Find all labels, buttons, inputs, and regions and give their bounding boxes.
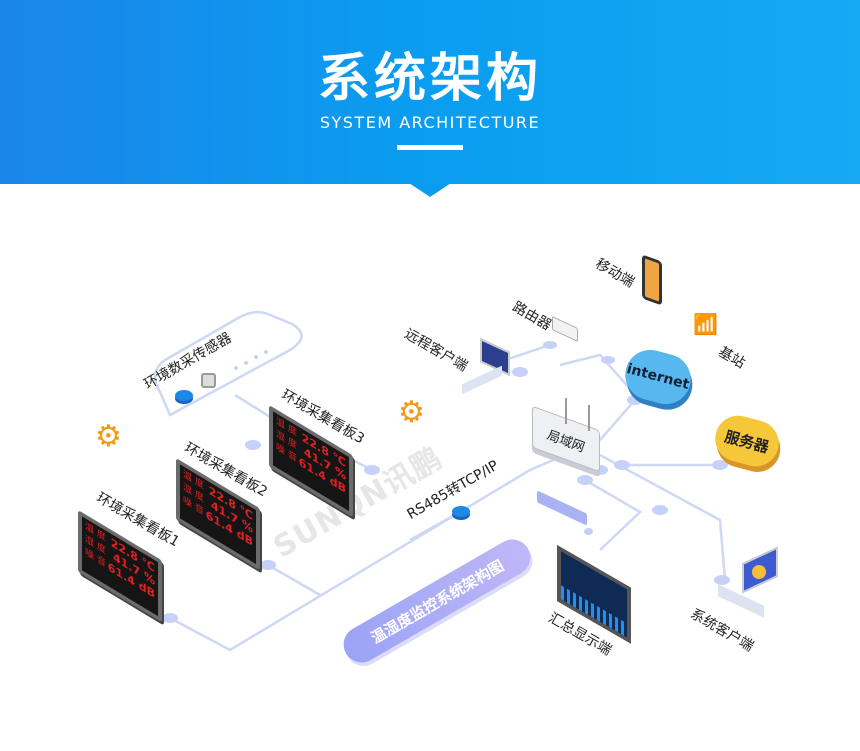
mouse-icon — [584, 528, 593, 535]
antenna — [565, 398, 567, 424]
converter-disc-icon — [452, 506, 470, 517]
sensor-device-icon — [201, 373, 216, 388]
header-notch — [409, 183, 451, 197]
page-title: 系统架构 — [317, 49, 542, 109]
antenna — [588, 405, 590, 431]
gear-icon: ⚙ — [95, 419, 122, 454]
base-station-icon: 📶 — [693, 312, 718, 336]
laptop-screen-logo — [752, 565, 766, 579]
mobile-phone-icon — [642, 254, 662, 306]
page-subtitle: SYSTEM ARCHITECTURE — [319, 113, 541, 132]
sensor-disc-icon — [175, 390, 193, 401]
header-banner — [0, 0, 860, 184]
title-underline — [397, 145, 463, 150]
gear-icon: ⚙ — [398, 395, 425, 430]
